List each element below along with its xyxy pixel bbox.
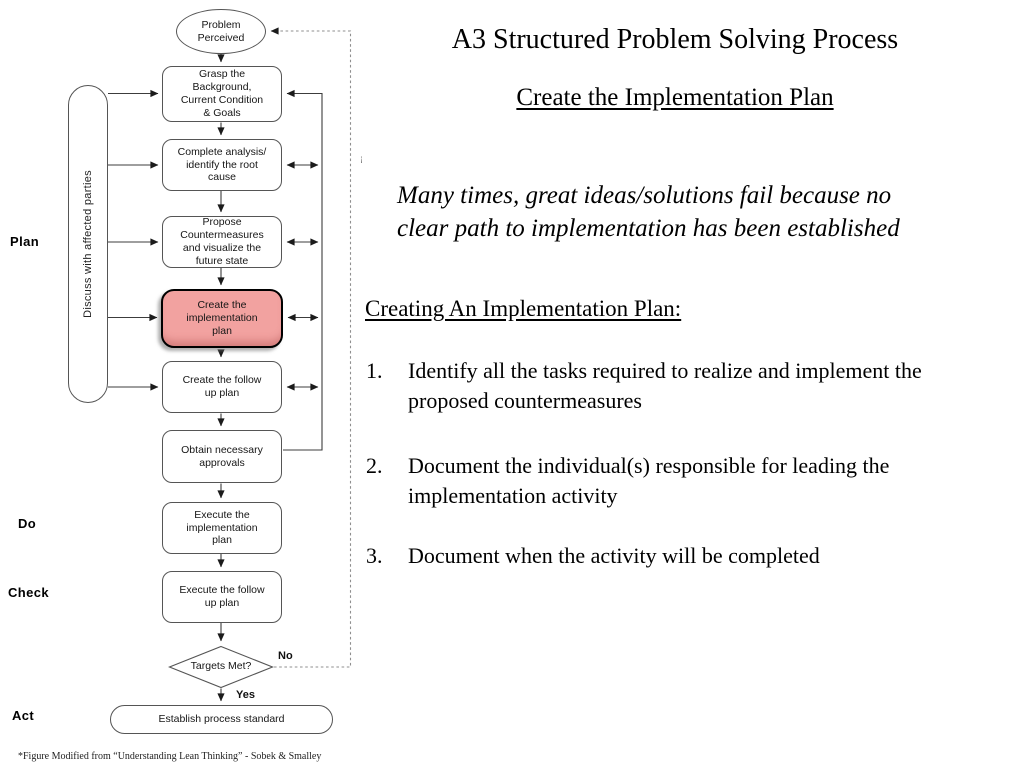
- node-create-follow-up-plan: Create the follow up plan: [162, 361, 282, 413]
- figure-footnote: *Figure Modified from “Understanding Lea…: [18, 751, 322, 762]
- list-item-2-text: Document the individual(s) responsible f…: [408, 451, 1021, 511]
- feedback-approvals-to-grasp: [283, 89, 323, 451]
- discuss-label: Discuss with affected parties: [82, 170, 94, 318]
- label-yes: Yes: [236, 689, 255, 701]
- list-item-3-number: 3.: [366, 543, 383, 568]
- node-discuss-with-affected-parties: Discuss with affected parties: [68, 85, 108, 403]
- list-item-3: 3. Document when the activity will be co…: [366, 541, 1021, 571]
- lead-line-2: clear path to implementation has been es…: [397, 214, 900, 242]
- list-item-1-number: 1.: [366, 358, 383, 383]
- page-title: A3 Structured Problem Solving Process: [451, 24, 899, 55]
- label-plan: Plan: [10, 234, 40, 249]
- list-item-2-number: 2.: [366, 453, 383, 478]
- lead-line-1: Many times, great ideas/solutions fail b…: [397, 182, 892, 209]
- list-item-1-line-1: Identify all the tasks required to reali…: [408, 358, 922, 383]
- node-problem-perceived: Problem Perceived: [176, 9, 266, 54]
- lead-paragraph: Many times, great ideas/solutions fail b…: [397, 180, 997, 245]
- label-check: Check: [8, 585, 50, 600]
- section-heading: Creating An Implementation Plan:: [365, 296, 682, 321]
- list-item-2: 2. Document the individual(s) responsibl…: [366, 451, 1021, 511]
- list-item-2-line-2: implementation activity: [408, 482, 618, 508]
- node-execute-follow-up-plan: Execute the follow up plan: [162, 571, 282, 623]
- node-grasp-background: Grasp the Background, Current Condition …: [162, 66, 282, 122]
- node-obtain-approvals: Obtain necessary approvals: [162, 430, 282, 483]
- node-establish-process-standard: Establish process standard: [110, 705, 333, 734]
- node-targets-met-label: Targets Met?: [190, 660, 252, 672]
- node-create-implementation-plan: Create the implementation plan: [161, 289, 283, 348]
- list-item-1: 1. Identify all the tasks required to re…: [366, 356, 1021, 416]
- list-item-3-text: Document when the activity will be compl…: [408, 541, 1021, 571]
- list-item-2-line-1: Document the individual(s) responsible f…: [408, 453, 890, 478]
- targets-met-diamond: [168, 645, 274, 689]
- node-execute-implementation-plan: Execute the implementation plan: [162, 502, 282, 554]
- flowchart-connectors: [108, 27, 352, 702]
- list-item-1-line-2: proposed countermeasures: [408, 387, 642, 413]
- page-subtitle: Create the Implementation Plan: [516, 84, 834, 111]
- node-propose-countermeasures: Propose Countermeasures and visualize th…: [162, 216, 282, 268]
- label-act: Act: [12, 708, 35, 723]
- label-no: No: [278, 650, 293, 662]
- stray-mark: ¡: [360, 153, 363, 163]
- list-item-3-line-1: Document when the activity will be compl…: [408, 543, 820, 568]
- feedback-no-to-problem-dashed: [270, 27, 352, 668]
- node-complete-analysis: Complete analysis/ identify the root cau…: [162, 139, 282, 191]
- list-item-1-text: Identify all the tasks required to reali…: [408, 356, 1021, 416]
- label-do: Do: [18, 516, 37, 531]
